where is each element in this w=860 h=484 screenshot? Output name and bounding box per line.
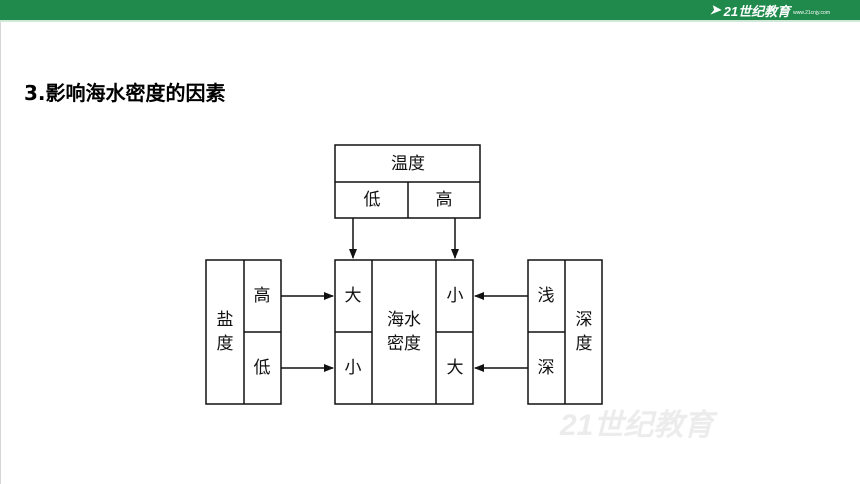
depth-shallow-label: 浅 bbox=[538, 286, 555, 306]
depth-label-line2: 度 bbox=[576, 334, 593, 354]
center-label-line1: 海水 bbox=[387, 310, 421, 330]
center-label-line2: 密度 bbox=[387, 334, 421, 354]
runner-icon: ➤ bbox=[709, 2, 721, 17]
header-divider bbox=[0, 20, 860, 22]
temperature-label: 温度 bbox=[391, 154, 425, 174]
temperature-high-label: 高 bbox=[436, 190, 453, 210]
salinity-high-label: 高 bbox=[254, 286, 271, 306]
right-result-top: 小 bbox=[447, 286, 464, 306]
page-title: 3.影响海水密度的因素 bbox=[24, 81, 226, 105]
depth-deep-label: 深 bbox=[538, 358, 555, 378]
watermark: 21世纪教育 bbox=[560, 409, 714, 442]
salinity-label-line2: 度 bbox=[217, 334, 234, 354]
brand-logo-text: 21世纪教育 bbox=[723, 3, 791, 19]
salinity-label-line1: 盐 bbox=[217, 310, 234, 330]
left-result-top: 大 bbox=[345, 286, 362, 306]
brand-url: www.21cnjy.com bbox=[793, 10, 830, 16]
depth-label-line1: 深 bbox=[576, 310, 593, 330]
salinity-low-label: 低 bbox=[254, 358, 271, 378]
brand-logo: ➤ 21世纪教育 www.21cnjy.com bbox=[710, 1, 830, 19]
left-result-bottom: 小 bbox=[345, 358, 362, 378]
right-result-bottom: 大 bbox=[447, 358, 464, 378]
temperature-low-label: 低 bbox=[364, 190, 381, 210]
left-border-line bbox=[0, 22, 1, 484]
top-header-bar bbox=[0, 0, 860, 20]
